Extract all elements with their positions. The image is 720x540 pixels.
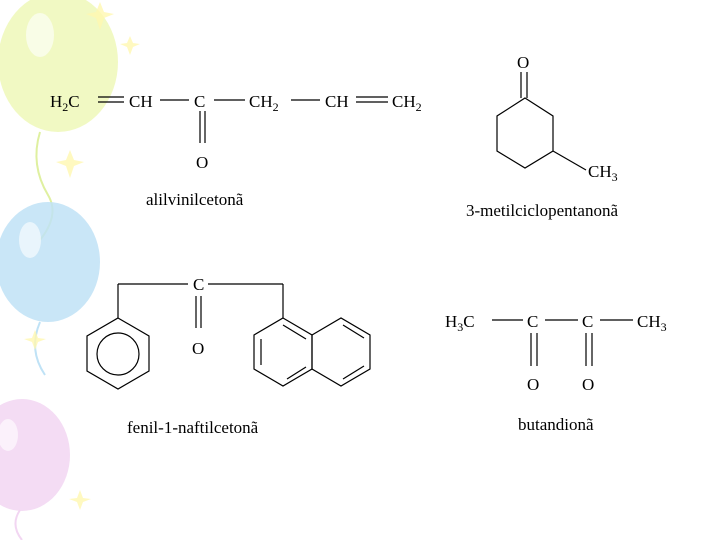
balloon-blue-icon (0, 202, 100, 376)
molecule-name: alilvinilcetonã (146, 190, 244, 209)
balloon-green-icon (0, 0, 118, 241)
phenyl-ring (86, 317, 150, 390)
naphthalene-double-1 (282, 324, 307, 340)
molecule-name: 3-metilciclopentanonã (466, 201, 618, 220)
balloon-decoration (0, 0, 140, 540)
atom-c-2: C (582, 312, 593, 331)
atom-c-1: C (527, 312, 538, 331)
molecule-fenilnaftilcetona: C O fenil-1-naftilcetonã (86, 275, 371, 437)
molecule-name: butandionã (518, 415, 594, 434)
atom-o-1: O (527, 375, 539, 394)
atom-o-2: O (582, 375, 594, 394)
atom-c-carbonyl: C (193, 275, 204, 294)
atom-ch2: CH2 (249, 92, 279, 114)
naphthalene-double-3 (286, 366, 307, 380)
atom-h2c: H2C (50, 92, 80, 114)
molecule-name: fenil-1-naftilcetonã (127, 418, 259, 437)
molecule-butandiona: H3C C C CH3 O O butandionã (445, 312, 667, 434)
atom-o: O (517, 53, 529, 72)
atom-ch2-terminal: CH2 (392, 92, 422, 114)
naphthalene-ring-right (311, 317, 371, 387)
molecule-alilvinilcetona: H2C CH C O CH2 CH CH2 alilvinilcetonã (50, 92, 422, 209)
atom-o: O (192, 339, 204, 358)
balloon-pink-icon (0, 399, 70, 540)
atom-o: O (196, 153, 208, 172)
atom-ch-2: CH (325, 92, 349, 111)
phenyl-aromatic-circle (96, 332, 140, 376)
ring (496, 97, 554, 169)
molecule-metilciclopentanona: O CH3 3-metilciclopentanonã (466, 53, 618, 220)
naphthalene-ring-left (253, 317, 313, 387)
sparkle-stars-icon (24, 2, 140, 510)
atom-h3c: H3C (445, 312, 475, 334)
naphthalene-double-5 (342, 365, 365, 380)
atom-ch-1: CH (129, 92, 153, 111)
atom-c-carbonyl: C (194, 92, 205, 111)
methyl-bond (552, 150, 587, 171)
naphthalene-double-4 (342, 324, 365, 339)
atom-ch3: CH3 (637, 312, 667, 334)
atom-ch3: CH3 (588, 162, 618, 184)
